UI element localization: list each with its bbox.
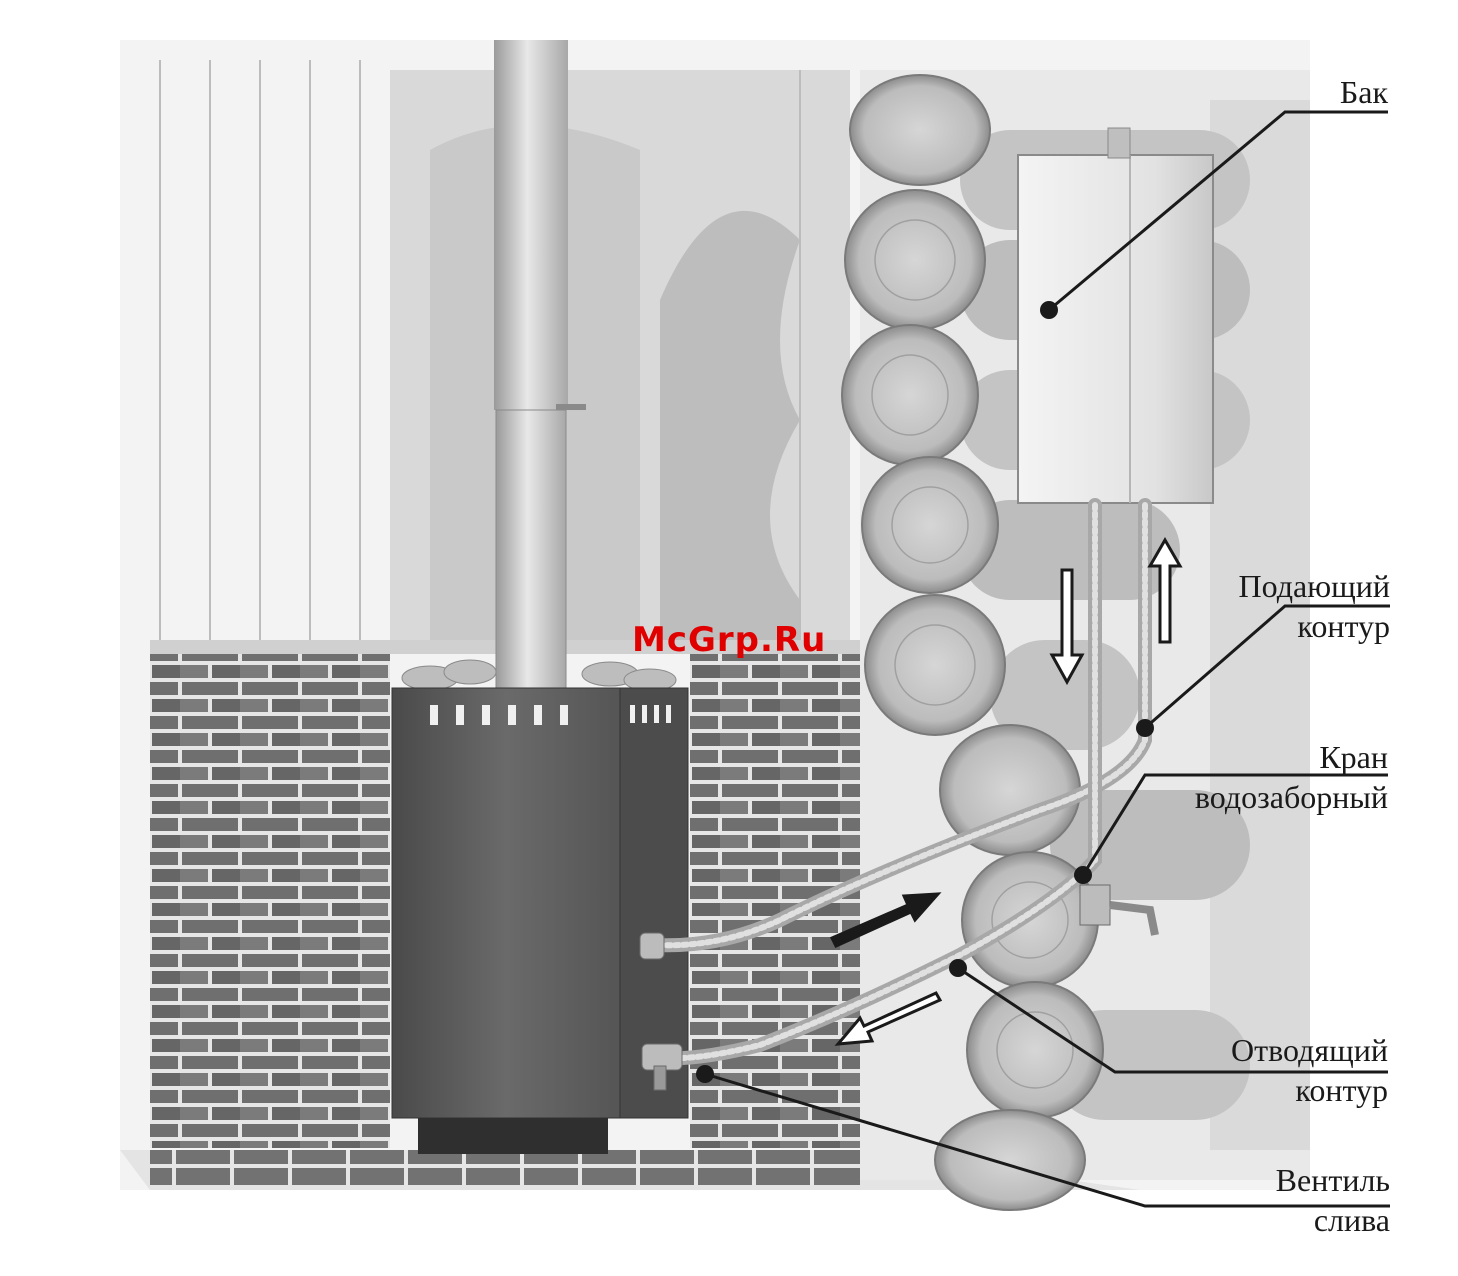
callout-tap-line1: Кран [1195,737,1388,777]
callout-supply-line1: Подающий [1239,566,1390,606]
callout-supply: Подающий контур [1239,566,1390,646]
callout-drain: Вентиль слива [1276,1160,1390,1240]
callout-tap-line2: водозаборный [1195,777,1388,817]
callout-return: Отводящий контур [1231,1030,1388,1110]
stove-body [392,688,688,1154]
callout-return-line1: Отводящий [1231,1030,1388,1070]
callout-drain-line1: Вентиль [1276,1160,1390,1200]
callout-return-line2: контур [1231,1070,1388,1110]
watermark-text: McGrp.Ru [632,620,826,660]
callout-tank: Бак [1340,72,1388,112]
callout-tank-label: Бак [1340,72,1388,112]
callout-tap: Кран водозаборный [1195,737,1388,817]
callout-drain-line2: слива [1276,1200,1390,1240]
callout-supply-line2: контур [1239,606,1390,646]
